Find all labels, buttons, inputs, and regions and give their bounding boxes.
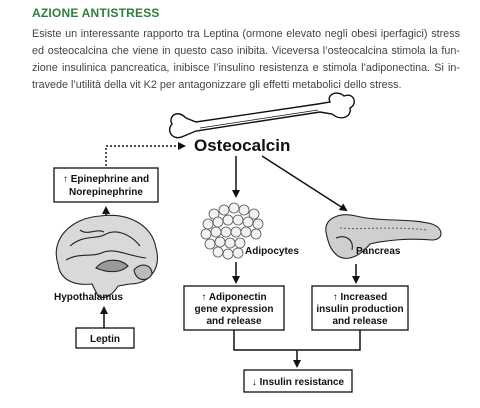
intro-paragraph: Esiste un interessante rapporto tra Lept… <box>32 26 460 94</box>
page-title: AZIONE ANTISTRESS <box>32 6 160 20</box>
inhibition-arrow <box>105 142 186 166</box>
insulin-production-label: and release <box>332 316 387 327</box>
insulin-production-box <box>311 285 409 331</box>
intro-line: travede l’utilità della vit K2 per antag… <box>32 79 402 91</box>
merge-lines <box>233 330 361 351</box>
intro-line: zione insulinica pancreatica, inibisce l… <box>32 62 460 74</box>
brain-icon <box>55 214 158 299</box>
epinephrine-label: ↑ Epinephrine and <box>63 174 149 185</box>
insulin-production-label: ↑ Increased <box>333 292 387 303</box>
pancreas-label: Pancreas <box>356 246 401 257</box>
adiponectin-label: and release <box>206 316 261 327</box>
arrow-to-pancreas <box>261 155 348 212</box>
insulin-resistance-box <box>243 369 353 393</box>
adipocytes-label: Adipocytes <box>245 246 299 257</box>
hypothalamus-label: Hypothalamus <box>54 292 123 303</box>
osteocalcin-label: Osteocalcin <box>194 136 290 155</box>
bone-icon <box>168 92 355 139</box>
epinephrine-label: Norepinephrine <box>69 187 143 198</box>
adipocytes-icon <box>200 202 264 260</box>
pancreas-icon <box>325 214 442 259</box>
epinephrine-box <box>53 167 159 203</box>
adiponectin-label: ↑ Adiponectin <box>201 292 266 303</box>
leptin-label: Leptin <box>90 334 120 345</box>
adiponectin-box <box>183 285 285 331</box>
intro-line: ed osteocalcina che viene in questo caso… <box>32 45 460 57</box>
leptin-box <box>75 327 135 349</box>
adiponectin-label: gene expression <box>195 304 274 315</box>
intro-line: Esiste un interessante rapporto tra Lept… <box>32 28 460 40</box>
insulin-resistance-label: ↓ Insulin resistance <box>252 377 345 388</box>
insulin-production-label: insulin production <box>316 304 403 315</box>
